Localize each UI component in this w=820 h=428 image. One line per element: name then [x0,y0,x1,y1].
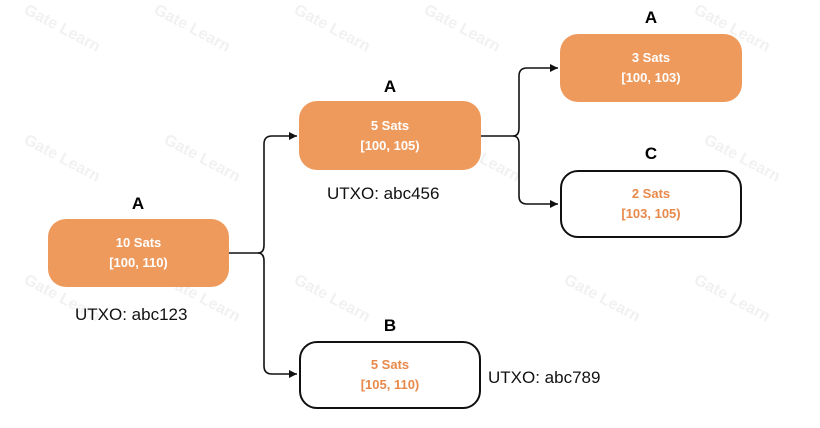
node-range: [100, 103) [621,70,681,85]
utxo-node-mid-a: 5 Sats [100, 105) [299,101,481,170]
node-amount: 10 Sats [115,235,162,250]
node-amount: 2 Sats [631,186,671,201]
utxo-id-mid-a: UTXO: abc456 [327,184,440,203]
node-amount: 3 Sats [631,50,671,65]
node-range: [100, 105) [360,137,420,153]
owner-label-mid-a: A [383,77,397,96]
connector-root-to-mid-a [257,132,297,254]
node-range: [105, 110) [360,377,420,392]
connector-mid-a-to-top-c [512,135,558,208]
node-range: [100, 110) [109,255,168,270]
node-amount: 5 Sats [370,357,410,372]
node-amount: 5 Sats [370,117,410,133]
node-range: [103, 105) [621,206,681,221]
utxo-id-mid-b: UTXO: abc789 [488,368,601,387]
utxo-node-root: 10 Sats [100, 110) [48,219,229,287]
owner-label-top-c: C [644,144,658,163]
owner-label-mid-b: B [383,316,397,335]
connector-root-to-mid-b [257,252,297,378]
utxo-id-root: UTXO: abc123 [75,305,188,324]
owner-label-root: A [131,194,145,213]
utxo-node-mid-b: 5 Sats [105, 110) [299,341,481,409]
utxo-node-top-c: 2 Sats [103, 105) [560,170,742,238]
connector-mid-a-to-top-a [512,64,558,137]
owner-label-top-a: A [644,8,658,27]
utxo-node-top-a: 3 Sats [100, 103) [560,34,742,102]
